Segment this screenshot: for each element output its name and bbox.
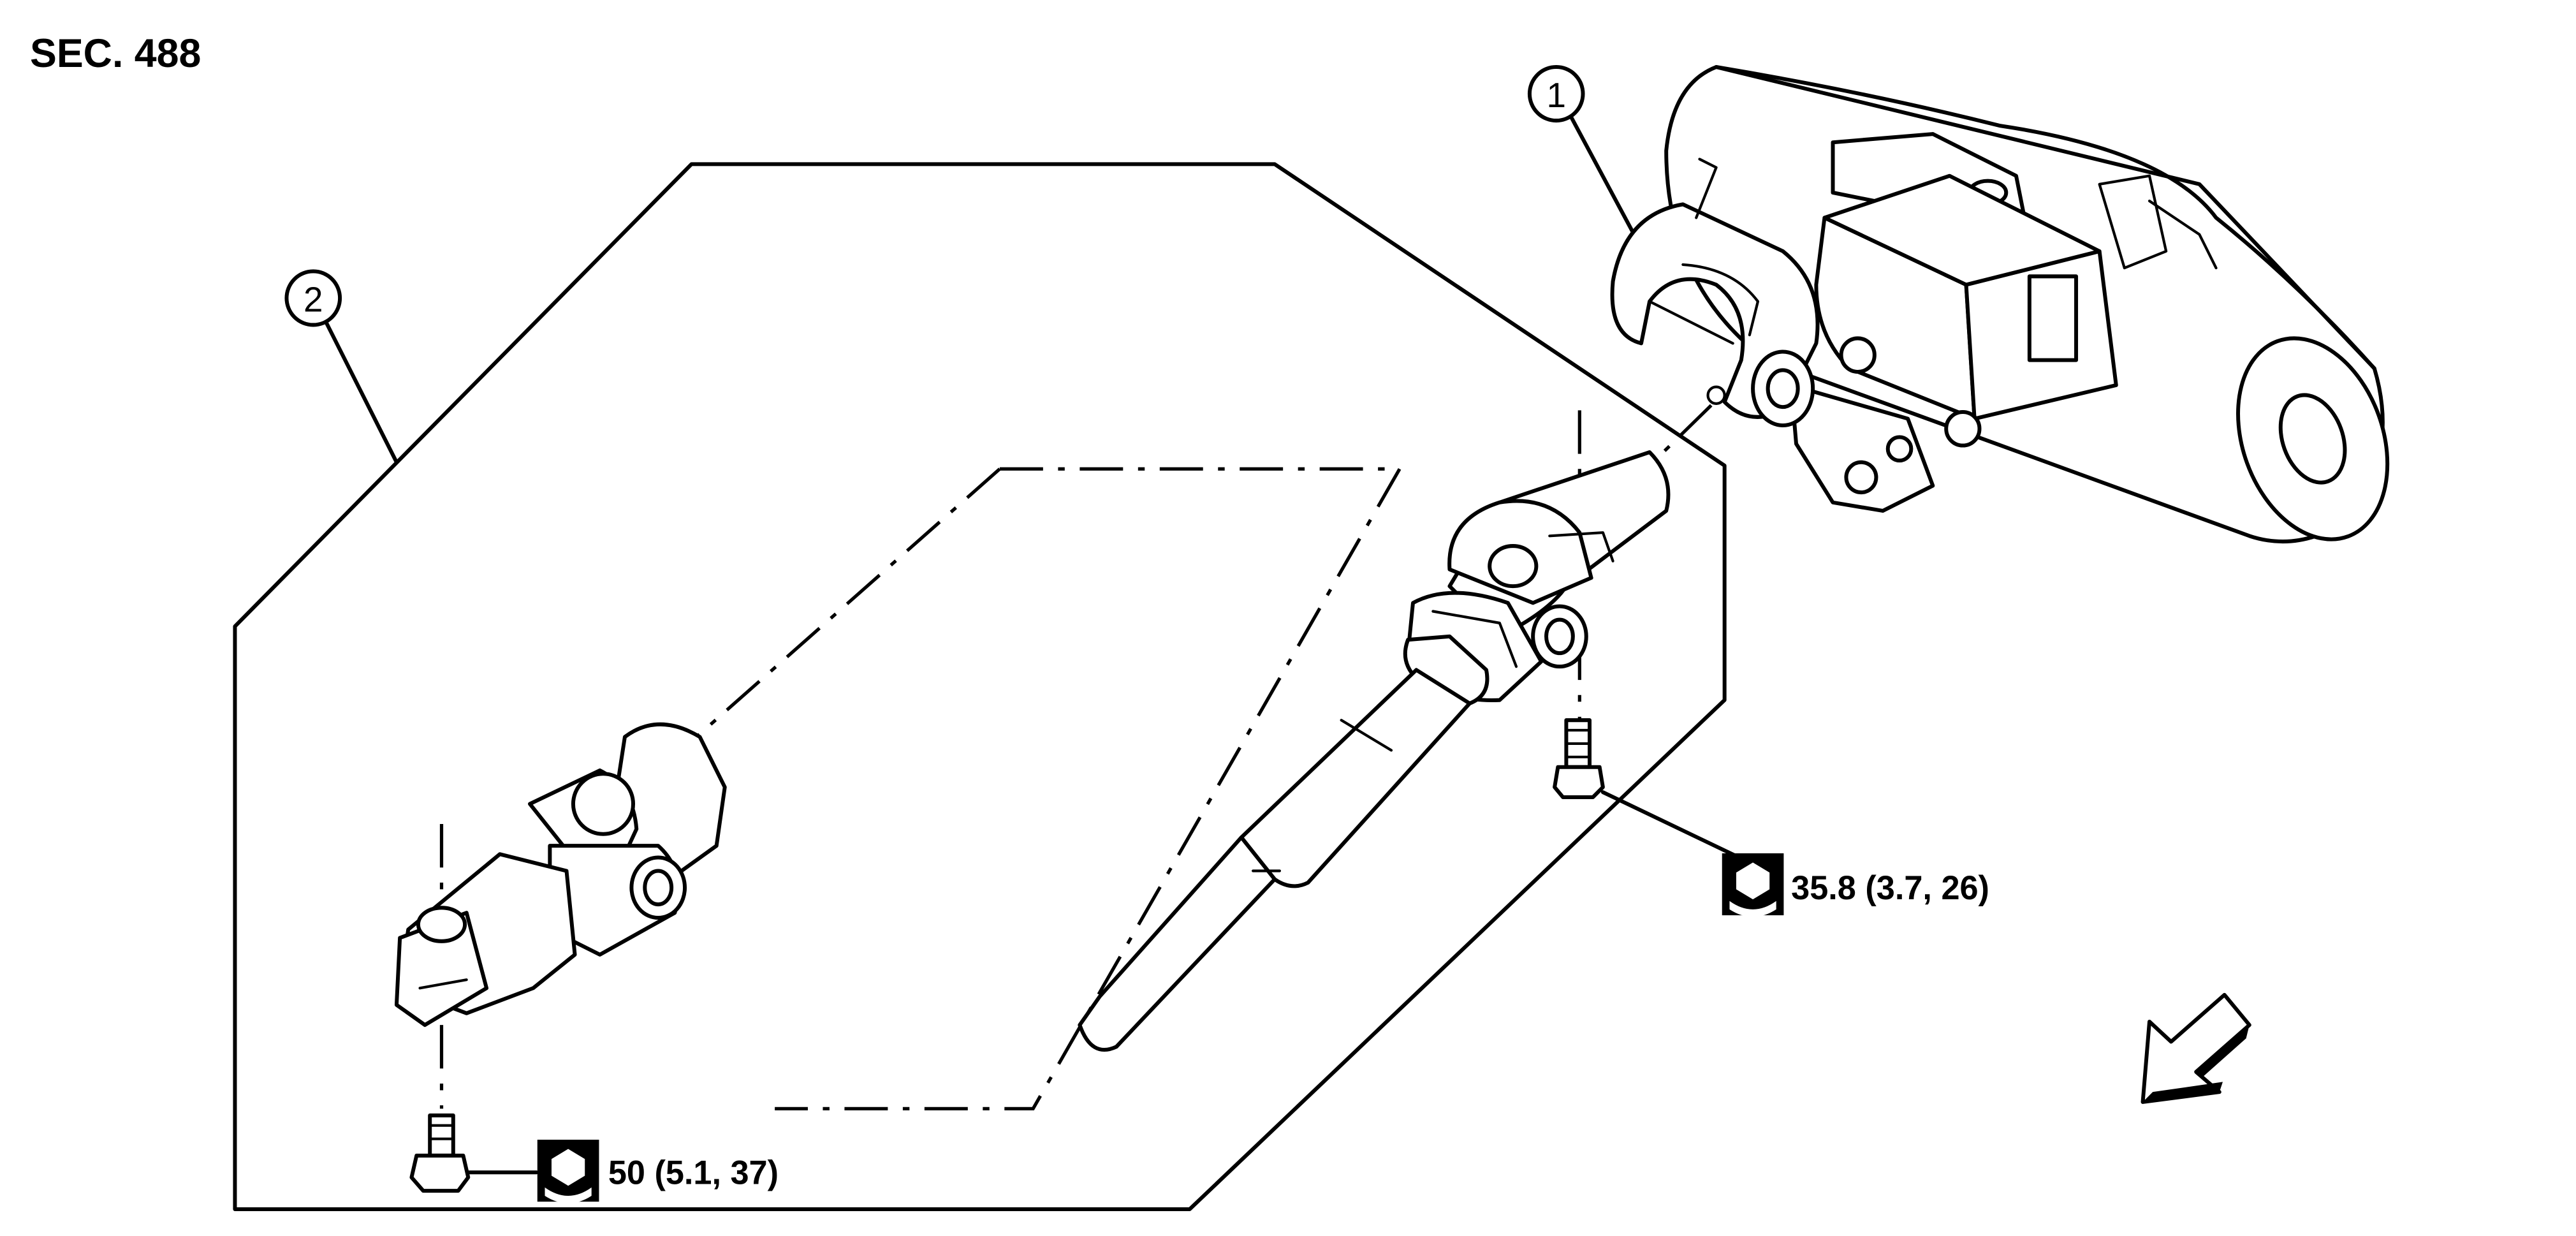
assembly-outline — [233, 162, 1727, 1212]
torque-leader-upper — [1600, 790, 1748, 863]
front-direction-arrow-icon — [2141, 992, 2251, 1104]
upper-bolt — [1553, 718, 1605, 800]
lower-bolt — [409, 1113, 471, 1193]
leader-line — [325, 321, 399, 464]
torque-spec-upper: 35.8 (3.7, 26) — [1722, 853, 1989, 917]
torque-value: 50 (5.1, 37) — [608, 1154, 779, 1191]
leader-line — [1569, 115, 1644, 250]
callout-circle — [284, 269, 342, 327]
section-label: SEC. 488 — [30, 31, 201, 76]
callout-1: 1 — [1527, 65, 1644, 250]
torque-spec-lower: 50 (5.1, 37) — [537, 1140, 779, 1203]
intermediate-shaft — [1078, 634, 1489, 1052]
steering-column-assembly — [1610, 65, 2390, 544]
callout-circle — [1527, 65, 1585, 123]
guide-lines — [439, 404, 1713, 1111]
callout-number: 1 — [1546, 75, 1566, 115]
callout-2: 2 — [284, 269, 399, 464]
torque-wrench-icon — [1722, 853, 1784, 917]
torque-wrench-icon — [537, 1140, 599, 1203]
callout-number: 2 — [304, 279, 323, 319]
torque-value: 35.8 (3.7, 26) — [1791, 870, 1989, 907]
lower-universal-joint — [394, 722, 727, 1027]
